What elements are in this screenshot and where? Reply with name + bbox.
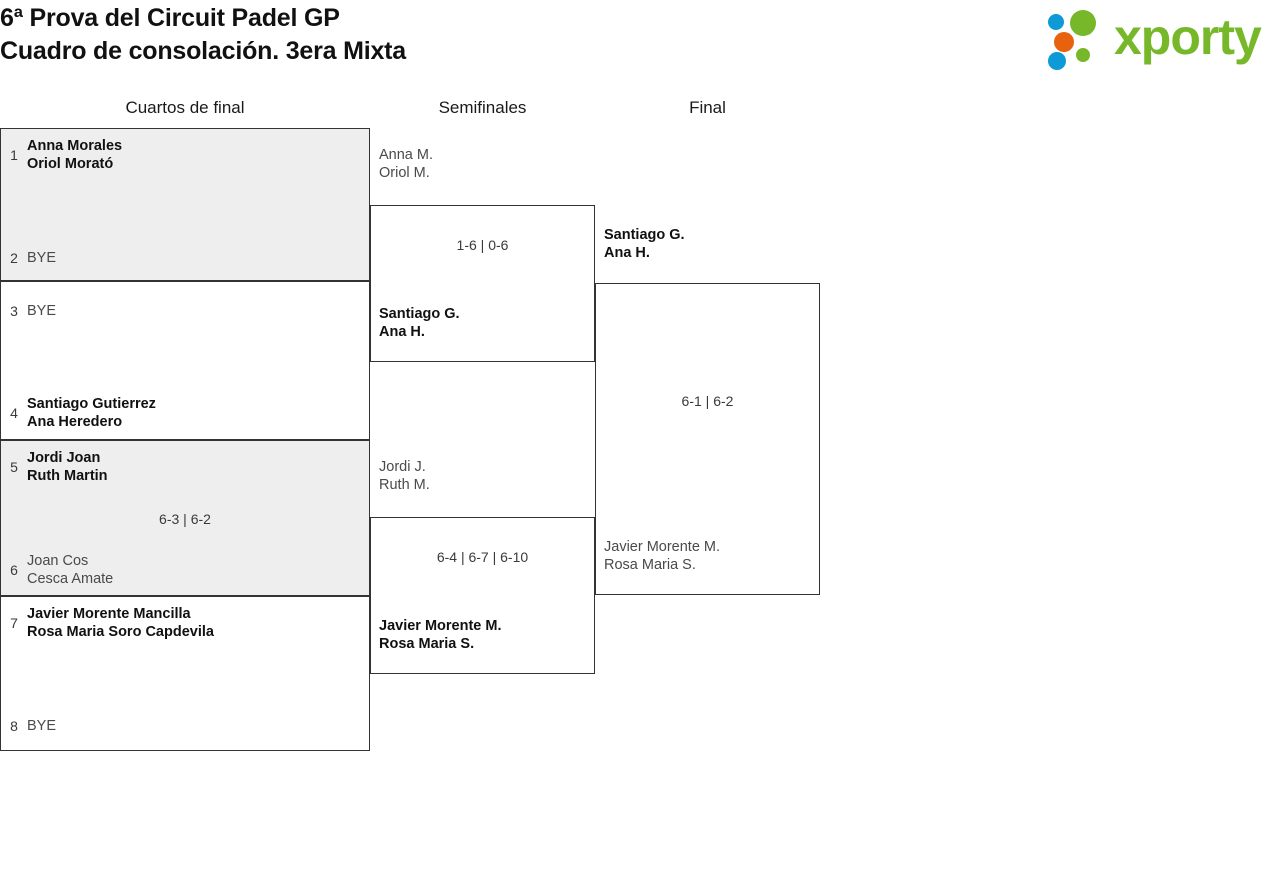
player-names: Javier Morente M. Rosa Maria S.	[604, 539, 721, 573]
match-score: 1-6 | 0-6	[456, 237, 509, 253]
xporty-logo: xporty	[1048, 6, 1278, 70]
player-names: Jordi Joan Ruth Martin	[27, 450, 108, 484]
round-header-final: Final	[689, 98, 726, 117]
logo-dot-green-small	[1076, 48, 1090, 62]
page-header: 6ª Prova del Circuit Padel GP Cuadro de …	[0, 0, 1280, 88]
bracket-slot[interactable]: 1 Anna Morales Oriol Morató	[1, 137, 369, 173]
logo-dot-orange	[1054, 32, 1074, 52]
player-names: Santiago Gutierrez Ana Heredero	[27, 396, 156, 430]
logo-wordmark: xporty	[1114, 9, 1262, 65]
bracket-slot[interactable]: Santiago G. Ana H.	[596, 226, 819, 262]
bracket-slot[interactable]: 3 BYE	[1, 302, 369, 320]
bracket-slot[interactable]: 8 BYE	[1, 717, 369, 735]
bracket-slot[interactable]: 7 Javier Morente Mancilla Rosa Maria Sor…	[1, 605, 369, 641]
match-box-sf1[interactable]: Anna M. Oriol M. 1-6 | 0-6 Santiago G. A…	[370, 147, 595, 362]
seed-number: 7	[10, 614, 18, 631]
match-score: 6-3 | 6-2	[159, 511, 211, 527]
player-names: Javier Morente Mancilla Rosa Maria Soro …	[27, 606, 214, 640]
match-box-sf2[interactable]: Jordi J. Ruth M. 6-4 | 6-7 | 6-10 Javier…	[370, 459, 595, 674]
round-header-semifinals: Semifinales	[438, 98, 527, 117]
round-header-quarterfinals: Cuartos de final	[125, 98, 245, 117]
player-names: Santiago G. Ana H.	[604, 227, 685, 261]
logo-dot-blue-top	[1048, 14, 1064, 30]
player-names: Joan Cos Cesca Amate	[27, 553, 114, 587]
bracket-slot[interactable]: Santiago G. Ana H.	[371, 305, 594, 341]
tournament-name: 6ª Prova del Circuit Padel GP	[0, 4, 340, 32]
match-box-qf3[interactable]: 5 Jordi Joan Ruth Martin 6-3 | 6-2 6 Joa…	[0, 440, 370, 596]
seed-number: 2	[10, 249, 18, 266]
player-names: Jordi J. Ruth M.	[379, 459, 430, 493]
seed-number: 6	[10, 561, 18, 578]
logo-dots-icon	[1048, 10, 1110, 70]
player-names: BYE	[27, 718, 57, 734]
bracket-slot[interactable]: 5 Jordi Joan Ruth Martin	[1, 449, 369, 485]
player-names: Anna M. Oriol M.	[379, 147, 433, 181]
player-names: Santiago G. Ana H.	[379, 306, 460, 340]
match-score: 6-1 | 6-2	[681, 393, 734, 409]
seed-number: 4	[10, 404, 18, 421]
player-names: BYE	[27, 250, 57, 266]
seed-number: 8	[10, 717, 18, 734]
bracket-slot[interactable]: Jordi J. Ruth M.	[371, 458, 594, 494]
player-names: Javier Morente M. Rosa Maria S.	[379, 618, 502, 652]
bracket-slot[interactable]: Javier Morente M. Rosa Maria S.	[596, 538, 819, 574]
seed-number: 5	[10, 458, 18, 475]
bracket-slot[interactable]: 2 BYE	[1, 249, 369, 267]
bracket-slot[interactable]: 6 Joan Cos Cesca Amate	[1, 552, 369, 588]
match-box-qf4[interactable]: 7 Javier Morente Mancilla Rosa Maria Sor…	[0, 596, 370, 751]
logo-dot-green-large	[1070, 10, 1096, 36]
seed-number: 1	[10, 146, 18, 163]
bracket-slot[interactable]: 4 Santiago Gutierrez Ana Heredero	[1, 395, 369, 431]
player-names: Anna Morales Oriol Morató	[27, 138, 123, 172]
match-score: 6-4 | 6-7 | 6-10	[436, 549, 529, 565]
logo-dot-blue-bottom	[1048, 52, 1066, 70]
bracket-slot[interactable]: Javier Morente M. Rosa Maria S.	[371, 617, 594, 653]
match-box-final[interactable]: Santiago G. Ana H. 6-1 | 6-2 Javier More…	[595, 227, 820, 595]
page-title: 6ª Prova del Circuit Padel GP Cuadro de …	[0, 2, 900, 68]
bracket-slot[interactable]: Anna M. Oriol M.	[371, 146, 594, 182]
seed-number: 3	[10, 302, 18, 319]
player-names: BYE	[27, 303, 57, 319]
match-box-qf2[interactable]: 3 BYE 4 Santiago Gutierrez Ana Heredero	[0, 281, 370, 440]
match-box-qf1[interactable]: 1 Anna Morales Oriol Morató 2 BYE	[0, 128, 370, 281]
draw-name: Cuadro de consolación. 3era Mixta	[0, 37, 407, 65]
